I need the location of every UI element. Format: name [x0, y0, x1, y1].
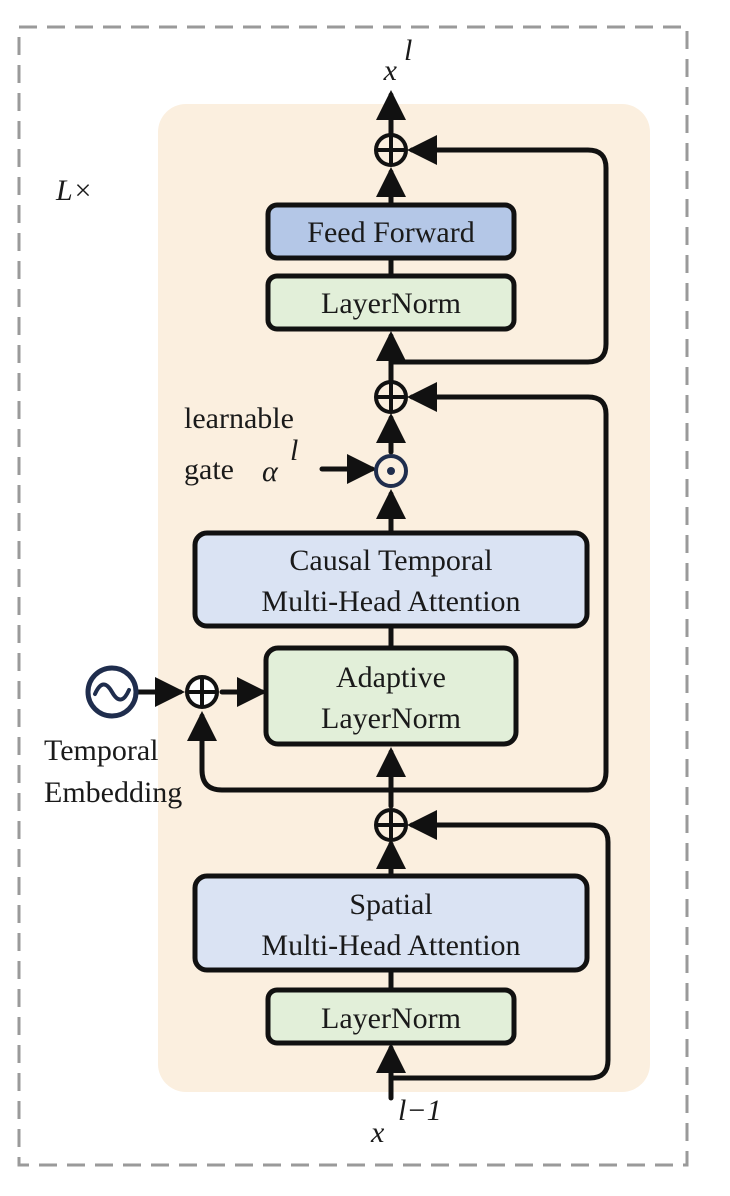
- residual-ffn: [388, 135, 609, 365]
- temporal-embedding-label-line2: Embedding: [44, 776, 182, 809]
- gate-label-line2: gate: [184, 453, 234, 486]
- output-label-superscript: l: [404, 34, 412, 67]
- gate-alpha-superscript: l: [290, 434, 298, 467]
- causal-attention-label-line2: Multi-Head Attention: [261, 585, 520, 618]
- sine-wave-icon: [85, 665, 139, 719]
- layernorm-top-label: LayerNorm: [321, 287, 461, 320]
- layernorm-bottom-label: LayerNorm: [321, 1002, 461, 1035]
- layernorm-bottom-block: [265, 987, 517, 1046]
- repeat-label: L×: [55, 174, 93, 207]
- output-label: x: [383, 54, 398, 87]
- adaptive-layernorm-block: [263, 645, 519, 747]
- spatial-attention-label-line1: Spatial: [349, 888, 432, 921]
- feed-forward-block: [265, 202, 517, 261]
- residual-spatial: [388, 810, 611, 1081]
- spatial-attention-block: [192, 873, 590, 973]
- spatial-attention-label-line2: Multi-Head Attention: [261, 929, 520, 962]
- add-operator-bottom: [374, 808, 408, 842]
- temporal-embedding-label-line1: Temporal: [44, 734, 159, 767]
- input-label: x: [370, 1116, 385, 1149]
- add-operator-embedding: [185, 675, 219, 709]
- causal-attention-label-line1: Causal Temporal: [289, 544, 492, 577]
- adaptive-layernorm-label-line2: LayerNorm: [321, 702, 461, 735]
- residual-temporal: [388, 382, 609, 793]
- residual-to-embedding-add: [187, 711, 394, 793]
- causal-attention-block: [192, 530, 590, 629]
- adaptive-layernorm-label-line1: Adaptive: [336, 661, 446, 694]
- gate-multiply-icon: [374, 454, 408, 488]
- add-operator-top: [374, 133, 408, 167]
- feed-forward-label: Feed Forward: [307, 216, 474, 249]
- add-operator-middle: [374, 380, 408, 414]
- layernorm-top-block: [265, 273, 517, 332]
- gate-alpha: α: [262, 455, 279, 488]
- input-label-superscript: l−1: [398, 1094, 442, 1127]
- gate-label-line1: learnable: [184, 402, 294, 435]
- repeat-boundary: [17, 25, 689, 1167]
